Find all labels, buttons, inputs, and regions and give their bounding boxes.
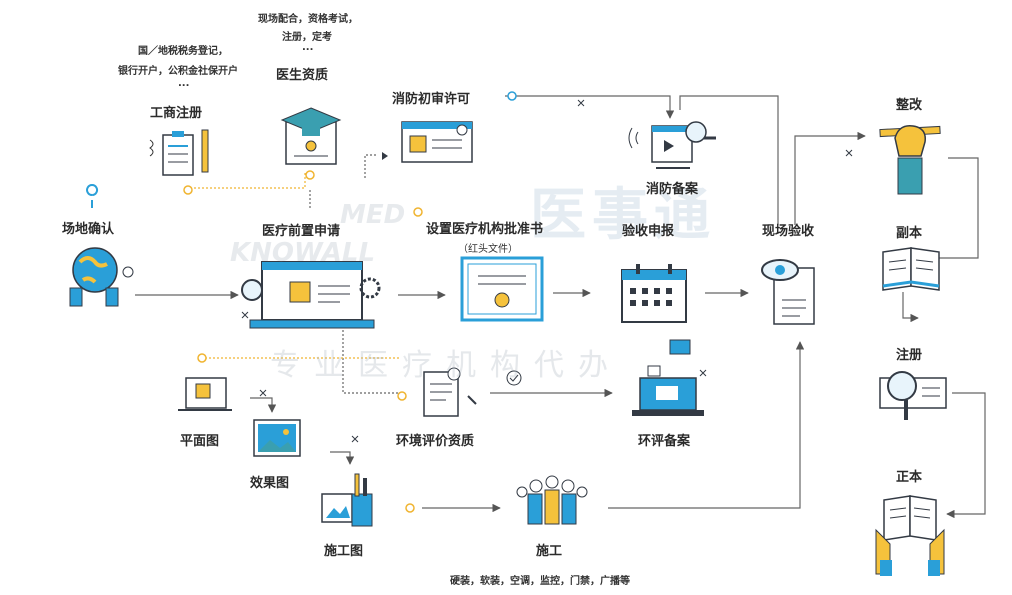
- label-register: 注册: [896, 348, 923, 363]
- watermark-en-1: MED: [340, 200, 406, 230]
- label-fire-permit: 消防初审许可: [392, 92, 471, 107]
- arrow-construct-to-inspect: [608, 341, 805, 509]
- arrow-rectify-to-copy: [925, 157, 979, 263]
- label-site-confirm: 场地确认: [62, 222, 115, 237]
- document-window-icon: [382, 121, 473, 163]
- label-rectify: 整改: [896, 98, 923, 113]
- label-site-inspection: 现场验收: [762, 224, 815, 239]
- label-acceptance-apply: 验收申报: [622, 224, 675, 239]
- label-fire-record: 消防备案: [646, 182, 699, 197]
- line-fire-to-inspect: [679, 95, 779, 225]
- label-env-record: 环评备案: [638, 434, 691, 449]
- laptop-chat-icon: [632, 339, 704, 416]
- globe-icon: [69, 184, 134, 307]
- label-original: 正本: [896, 470, 923, 485]
- magnifier-icon: [879, 371, 947, 420]
- label-pre-application: 医疗前置申请: [262, 224, 341, 239]
- label-floor-plan: 平面图: [180, 434, 220, 449]
- arrow-fire-to-record: [505, 95, 675, 119]
- label-business-reg: 工商注册: [150, 106, 203, 121]
- label-approval-doc-sub: （红头文件）: [458, 244, 518, 255]
- note-top-left-dots: ...: [178, 78, 190, 89]
- hands-book-icon: [875, 495, 945, 576]
- laptop-icon: [241, 261, 381, 329]
- watermark-en-2: KNOWALL: [230, 238, 376, 268]
- certificate-icon: [460, 256, 544, 322]
- image-icon: [253, 419, 301, 457]
- arrow-copy-to-register: [902, 292, 919, 323]
- label-copy: 副本: [896, 226, 923, 241]
- document-check-icon: [423, 367, 522, 417]
- label-construction: 施工: [536, 544, 563, 559]
- note-top-left: 国／地税税务登记，: [138, 46, 228, 57]
- video-magnifier-icon: [628, 121, 716, 169]
- eye-document-icon: [761, 259, 815, 325]
- dotted-biz-line: [190, 172, 306, 189]
- graduation-cap-icon: [280, 107, 342, 165]
- label-construction-sub: 硬装，软装，空调，监控，门禁，广播等: [450, 576, 630, 587]
- note-top-center-2: 注册，定考: [282, 32, 332, 43]
- watermark-slogan: 专业医疗机构代办: [270, 348, 622, 383]
- calendar-icon: [621, 264, 687, 323]
- pencil-cup-icon: [321, 473, 373, 527]
- label-construction-drawing: 施工图: [324, 544, 364, 559]
- hand-pen-icon: [879, 125, 941, 195]
- watermark-brand: 医事通: [530, 183, 716, 248]
- arrow-floor-to-render: [250, 397, 277, 413]
- label-doctor-qual: 医生资质: [276, 68, 329, 83]
- arrow-render-to-drawing: [330, 451, 355, 465]
- label-env-eval: 环境评价资质: [396, 434, 475, 449]
- arrow-record-to-rectify: [794, 131, 866, 225]
- line-pre-to-env: [342, 330, 400, 394]
- sparkle-icon: [241, 99, 853, 443]
- note-top-center-dots: ...: [302, 42, 314, 53]
- dotted-fire-line: [364, 154, 378, 178]
- note-top-left-2: 银行开户，公积金社保开户: [118, 66, 238, 77]
- people-group-icon: [516, 475, 588, 525]
- label-approval-doc: 设置医疗机构批准书: [426, 222, 544, 237]
- floor-plan-icon: [178, 377, 232, 411]
- book-icon: [882, 247, 940, 291]
- arrow-register-to-original: [946, 392, 986, 519]
- note-top-center: 现场配合，资格考试，: [258, 14, 358, 25]
- label-render: 效果图: [250, 476, 290, 491]
- clipboard-icon: [149, 129, 209, 176]
